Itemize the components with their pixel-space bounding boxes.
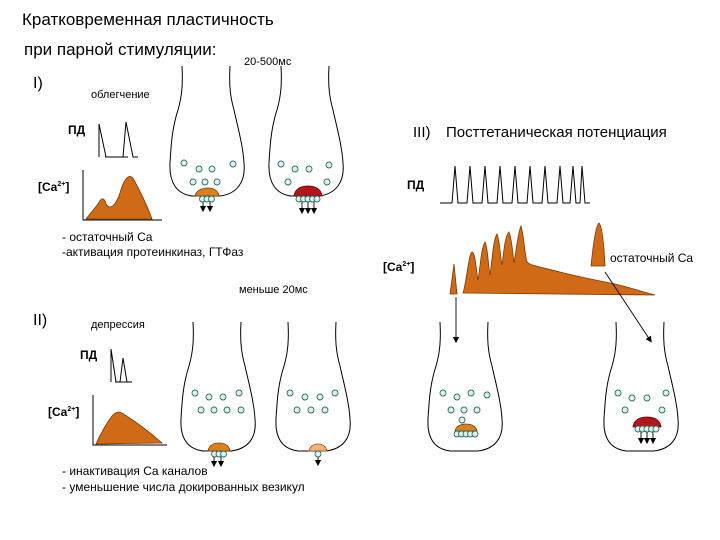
section-1-note-2: -активация протеинкиназ, ГТФаз: [62, 245, 244, 259]
section-2-ap-trace: [110, 348, 132, 383]
section-1-terminal-1: [169, 65, 245, 213]
section-1-ca-label: [Ca2+]: [38, 180, 70, 194]
section-1-ap-trace: [98, 121, 138, 158]
section-1-terminal-2: [268, 65, 344, 215]
title-line-1: Кратковременная пластичность: [22, 10, 274, 29]
section-3-terminal-1: [427, 321, 503, 452]
section-3-ap-label: ПД: [407, 178, 425, 192]
title-line-2: при парной стимуляции:: [24, 40, 217, 59]
section-2-interval: меньше 20мс: [239, 284, 308, 296]
section-1-name: облегчение: [91, 89, 150, 101]
section-2-terminal-2: [275, 321, 351, 467]
section-1-numeral: I): [33, 75, 43, 92]
section-2-calcium-plot: [92, 395, 167, 446]
section-1-note-1: - остаточный Ca: [62, 230, 153, 244]
section-3-name: Посттетаническая потенциация: [446, 124, 667, 141]
section-1-calcium-plot: [82, 170, 162, 221]
section-2-ca-label: [Ca2+]: [48, 405, 80, 419]
section-3-release-arrows: [452, 271, 652, 344]
section-2-ap-label: ПД: [80, 348, 98, 362]
section-3-ca-label: [Ca2+]: [383, 260, 415, 274]
section-2-note-1: - инактивация Ca каналов: [62, 464, 208, 478]
section-1-interval: 20-500мс: [244, 56, 292, 68]
section-3-terminal-2: [603, 321, 679, 452]
section-3-numeral: III): [413, 124, 431, 141]
section-3-calcium-plot: [449, 222, 656, 296]
section-3-ap-train: [440, 165, 590, 204]
section-2-note-2: - уменьшение числа докированных везикул: [62, 480, 305, 494]
section-1-ap-label: ПД: [68, 123, 86, 137]
section-2-name: депрессия: [91, 319, 145, 331]
section-3-residual-label: остаточный Ca: [610, 251, 694, 265]
section-2-terminal-1: [180, 321, 256, 468]
section-2-numeral: II): [33, 312, 48, 329]
